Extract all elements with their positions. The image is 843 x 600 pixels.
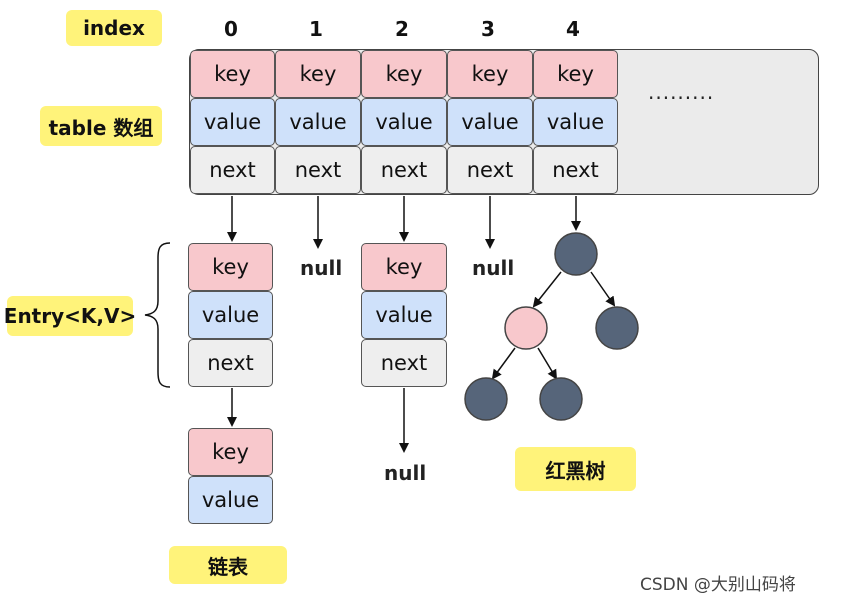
tree-edge-root-right (590, 271, 616, 307)
tree-edge-red-right (537, 347, 558, 380)
index-label: index (66, 10, 162, 46)
tree-edge-red-left (491, 347, 516, 380)
table-key-1: key (275, 50, 361, 98)
tree-edge-root-left (532, 271, 562, 308)
index-3: 3 (481, 17, 495, 41)
index-1: 1 (309, 17, 323, 41)
list-node2-value: value (188, 476, 273, 524)
tree-leaf-right-node (539, 377, 583, 421)
watermark: CSDN @大别山码将 (640, 575, 796, 595)
table-value-3: value (447, 98, 533, 146)
table-ellipsis: ········· (648, 86, 715, 110)
table-array-label: table 数组 (40, 106, 162, 146)
entry-next: next (188, 339, 273, 387)
table-value-4: value (533, 98, 618, 146)
table-next-4: next (533, 146, 618, 194)
null-label-bucket1: null (300, 256, 343, 280)
table-value-1: value (275, 98, 361, 146)
bucket2-value: value (361, 291, 447, 339)
table-next-1: next (275, 146, 361, 194)
tree-right-node (595, 306, 639, 350)
index-0: 0 (224, 17, 238, 41)
null-label-bucket2: null (384, 461, 427, 485)
table-key-3: key (447, 50, 533, 98)
table-next-2: next (361, 146, 447, 194)
linked-list-label: 链表 (169, 546, 287, 584)
table-key-0: key (190, 50, 275, 98)
bucket2-next: next (361, 339, 447, 387)
table-key-4: key (533, 50, 618, 98)
null-label-bucket3: null (472, 256, 515, 280)
table-key-2: key (361, 50, 447, 98)
table-value-2: value (361, 98, 447, 146)
index-4: 4 (566, 17, 580, 41)
table-next-3: next (447, 146, 533, 194)
entry-label: Entry<K,V> (4, 296, 136, 336)
bucket2-key: key (361, 243, 447, 291)
tree-root-node (554, 232, 598, 276)
tree-leaf-left-node (464, 377, 508, 421)
entry-brace (144, 242, 171, 388)
entry-value: value (188, 291, 273, 339)
tree-red-node (504, 306, 548, 350)
list-node2-key: key (188, 428, 273, 476)
table-next-0: next (190, 146, 275, 194)
red-black-tree-label: 红黑树 (515, 447, 636, 491)
table-value-0: value (190, 98, 275, 146)
entry-key: key (188, 243, 273, 291)
index-2: 2 (395, 17, 409, 41)
